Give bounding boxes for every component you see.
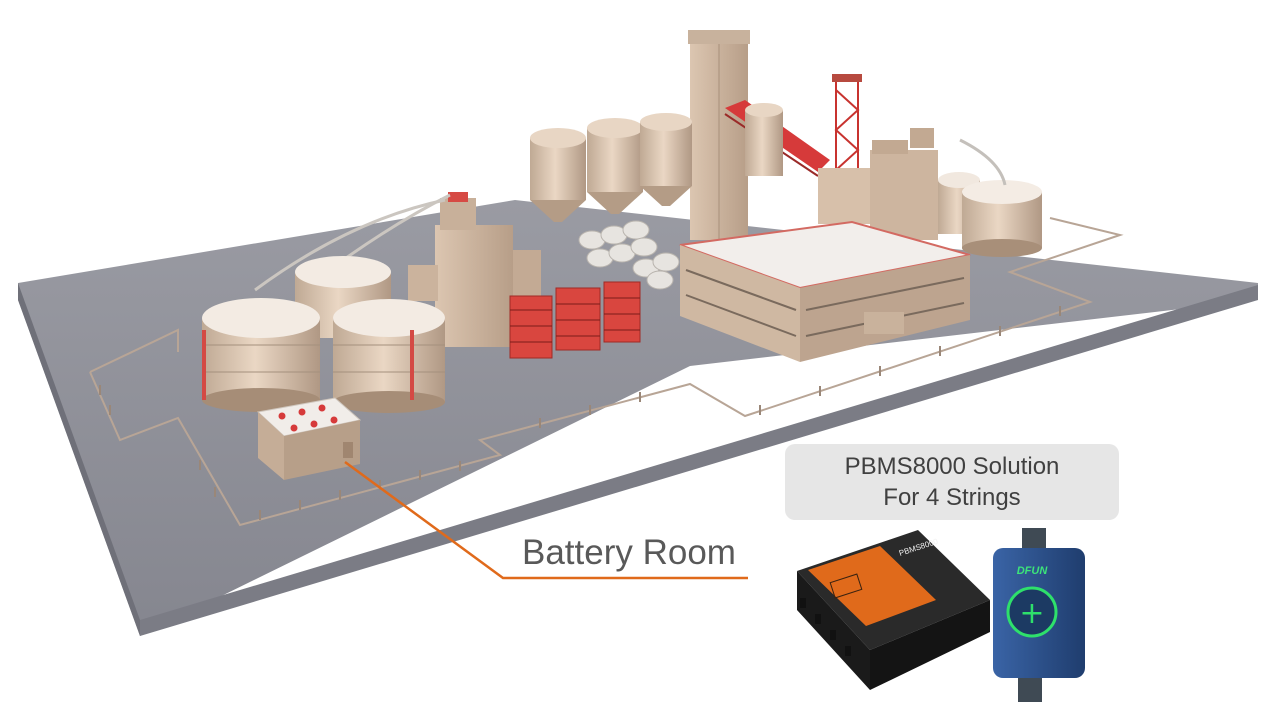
right-storage-silos xyxy=(938,138,1042,257)
battery-racks xyxy=(509,281,641,359)
battery-room-leader-line xyxy=(344,460,748,580)
solution-subtitle: For 4 Strings xyxy=(883,484,1021,511)
pbms-controller-device: PBMS8000 xyxy=(797,530,990,690)
elevator-tower xyxy=(688,30,750,240)
process-buildings xyxy=(818,128,938,240)
battery-room-building xyxy=(256,397,362,480)
left-storage-silos xyxy=(202,193,451,413)
dfun-sensor-device: DFUN + xyxy=(993,528,1085,702)
battery-room-label: Battery Room xyxy=(522,533,736,572)
spherical-tanks xyxy=(578,220,680,290)
main-building xyxy=(679,220,971,362)
solution-title: PBMS8000 Solution xyxy=(844,453,1060,480)
left-process-building xyxy=(408,192,541,347)
sensor-plus-symbol: + xyxy=(1019,596,1044,631)
hopper-silos xyxy=(530,103,783,222)
perimeter-fence xyxy=(89,217,1124,527)
fence-posts xyxy=(99,306,1061,520)
solution-callout: PBMS8000 Solution For 4 Strings xyxy=(785,444,1119,520)
lattice-tower xyxy=(832,74,862,171)
sensor-brand-text: DFUN xyxy=(1017,565,1049,577)
